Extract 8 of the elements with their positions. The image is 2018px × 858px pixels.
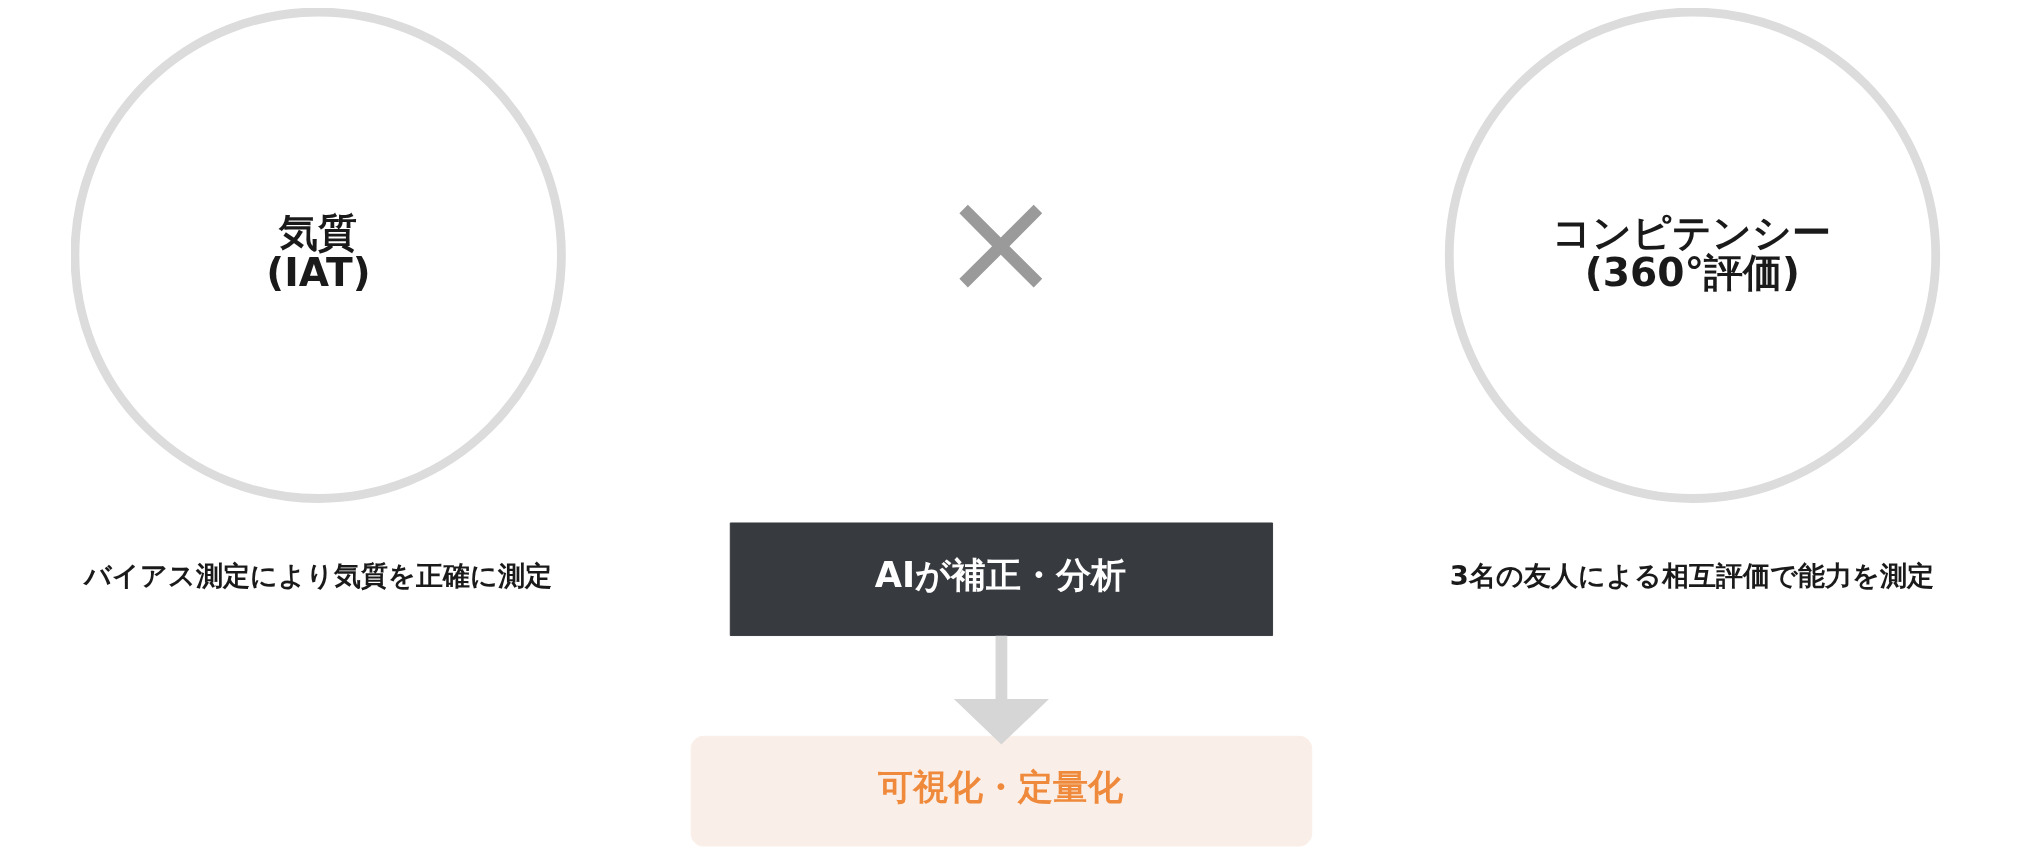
node-label: 3名の友人による相互評価で能力を測定 <box>1449 560 1934 592</box>
node-circle: 気質 (IAT) <box>71 8 566 503</box>
label: × <box>939 155 1063 327</box>
arrow <box>953 635 1049 745</box>
node-label: バイアス測定により気質を正確に測定 <box>83 560 552 592</box>
node-box: 可視化・定量化 <box>690 735 1313 847</box>
node-circle: コンピテンシー (360°評価) <box>1444 8 1941 503</box>
node-box: AIが補正・分析 <box>729 522 1274 637</box>
